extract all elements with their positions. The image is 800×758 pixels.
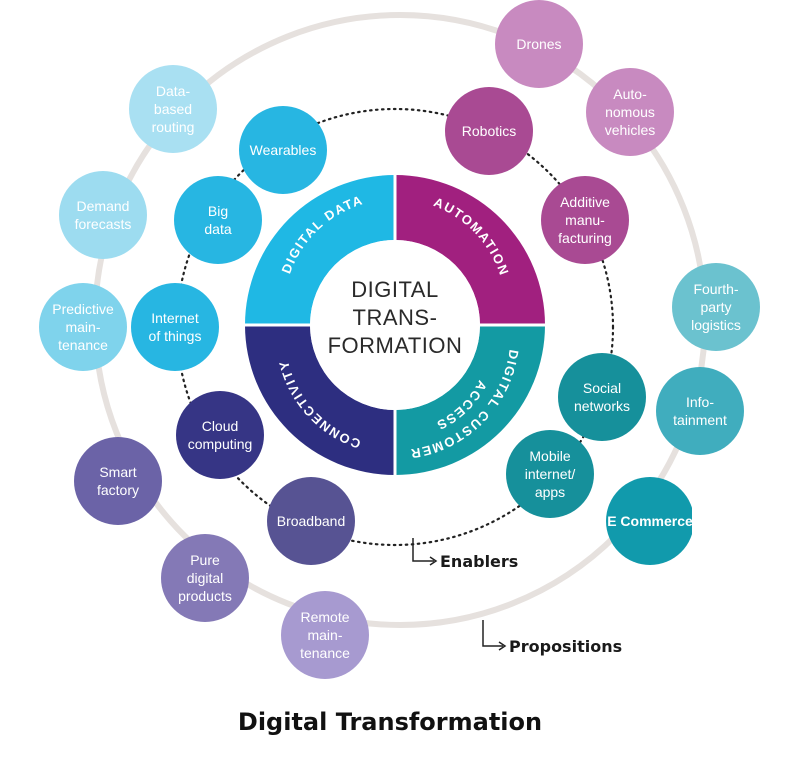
proposition-circle <box>74 437 162 525</box>
enabler-label: Mobile <box>529 448 570 464</box>
center-line-2: TRANS- <box>353 305 438 330</box>
proposition-bubble-smart-factory: Smart factory <box>74 437 162 525</box>
enabler-bubble-additive-manu-facturing: Additive manu-facturing <box>541 176 629 264</box>
center-donut: DIGITAL DATA AUTOMATION DIGITAL CUSTOMER… <box>245 175 545 475</box>
proposition-bubble-fourth-party-logistics: Fourth-party logistics <box>672 263 760 351</box>
enabler-circle <box>267 477 355 565</box>
enabler-label: internet/ <box>525 466 576 482</box>
proposition-label: nomous <box>605 104 655 120</box>
enabler-label: data <box>204 221 231 237</box>
proposition-circle <box>281 591 369 679</box>
proposition-circle <box>656 367 744 455</box>
enabler-bubble-broadband: Broadband <box>267 477 355 565</box>
enabler-circle <box>131 283 219 371</box>
proposition-label: digital <box>187 570 224 586</box>
proposition-label: products <box>178 588 232 604</box>
enabler-bubble-big-data: Big data <box>174 176 262 264</box>
proposition-circle <box>606 477 694 565</box>
enablers-legend: Enablers <box>412 538 518 571</box>
proposition-label: Predictive <box>52 301 114 317</box>
edge-mask <box>692 470 752 580</box>
proposition-label: party <box>700 299 731 315</box>
proposition-label: Demand <box>77 198 130 214</box>
proposition-label: Pure <box>190 552 220 568</box>
enabler-label: computing <box>188 436 253 452</box>
proposition-circle <box>672 263 760 351</box>
enabler-circle <box>239 106 327 194</box>
proposition-label: Auto- <box>613 86 647 102</box>
enabler-circle <box>174 176 262 264</box>
enabler-label: facturing <box>558 230 612 246</box>
diagram-title: Digital Transformation <box>238 708 542 736</box>
proposition-label: Data- <box>156 83 191 99</box>
automation-segment <box>395 175 545 325</box>
proposition-bubble-info-tainment: Info-tainment <box>656 367 744 455</box>
proposition-circle <box>586 68 674 156</box>
proposition-label: Fourth- <box>693 281 738 297</box>
enabler-bubble-internet-of-things: Internet of things <box>131 283 219 371</box>
proposition-circle <box>161 534 249 622</box>
proposition-label: tainment <box>673 412 727 428</box>
enabler-label: manu- <box>565 212 605 228</box>
proposition-label: Drones <box>516 36 561 52</box>
propositions-legend: Propositions <box>482 620 622 656</box>
enabler-label: of things <box>149 328 202 344</box>
enabler-label: Internet <box>151 310 199 326</box>
enabler-circle <box>445 87 533 175</box>
enabler-bubble-wearables: Wearables <box>239 106 327 194</box>
center-line-1: DIGITAL <box>351 277 438 302</box>
proposition-label: main- <box>307 627 342 643</box>
proposition-label: logistics <box>691 317 741 333</box>
proposition-label: vehicles <box>605 122 656 138</box>
enabler-label: Cloud <box>202 418 239 434</box>
propositions-label: Propositions <box>509 637 622 656</box>
enabler-label: Wearables <box>250 142 317 158</box>
proposition-label: Info- <box>686 394 714 410</box>
enabler-label: Social <box>583 380 621 396</box>
proposition-bubble-remote-main-tenance: Remote main-tenance <box>281 591 369 679</box>
enabler-circle <box>558 353 646 441</box>
proposition-label: main- <box>65 319 100 335</box>
proposition-circle <box>39 283 127 371</box>
proposition-bubble-pure-digital-products: Pure digital products <box>161 534 249 622</box>
proposition-bubble-auto-nomous-vehicles: Auto-nomous vehicles <box>586 68 674 156</box>
proposition-label: Remote <box>300 609 349 625</box>
enabler-label: Additive <box>560 194 610 210</box>
proposition-label: forecasts <box>75 216 132 232</box>
proposition-circle <box>495 0 583 88</box>
proposition-circle <box>129 65 217 153</box>
digital-data-segment <box>245 175 395 325</box>
proposition-bubble-demand-forecasts: Demand forecasts <box>59 171 147 259</box>
enablers-label: Enablers <box>440 552 518 571</box>
connectivity-segment <box>245 325 395 475</box>
proposition-label: tenance <box>58 337 108 353</box>
center-line-3: FORMATION <box>328 333 463 358</box>
enabler-circle <box>176 391 264 479</box>
enabler-label: Big <box>208 203 228 219</box>
proposition-bubble-data-based-routing: Data-based routing <box>129 65 217 153</box>
proposition-bubble-drones: Drones <box>495 0 583 88</box>
enabler-circle <box>541 176 629 264</box>
enabler-label: Broadband <box>277 513 346 529</box>
proposition-label: routing <box>152 119 195 135</box>
enabler-label: apps <box>535 484 565 500</box>
enabler-bubble-mobile-internet-apps: Mobile internet/apps <box>506 430 594 518</box>
proposition-label: E Commerce <box>607 513 693 529</box>
proposition-bubble-e-commerce: E Commerce <box>606 477 694 565</box>
enabler-bubble-robotics: Robotics <box>445 87 533 175</box>
proposition-bubble-predictive-main-tenance: Predictive main-tenance <box>39 283 127 371</box>
proposition-label: Smart <box>99 464 136 480</box>
enabler-circle <box>506 430 594 518</box>
proposition-circle <box>59 171 147 259</box>
digital-customer-access-segment <box>395 325 545 475</box>
enabler-label: Robotics <box>462 123 516 139</box>
enabler-label: networks <box>574 398 630 414</box>
proposition-label: factory <box>97 482 139 498</box>
enabler-bubble-social-networks: Social networks <box>558 353 646 441</box>
proposition-label: tenance <box>300 645 350 661</box>
enabler-bubble-cloud-computing: Cloud computing <box>176 391 264 479</box>
proposition-label: based <box>154 101 192 117</box>
